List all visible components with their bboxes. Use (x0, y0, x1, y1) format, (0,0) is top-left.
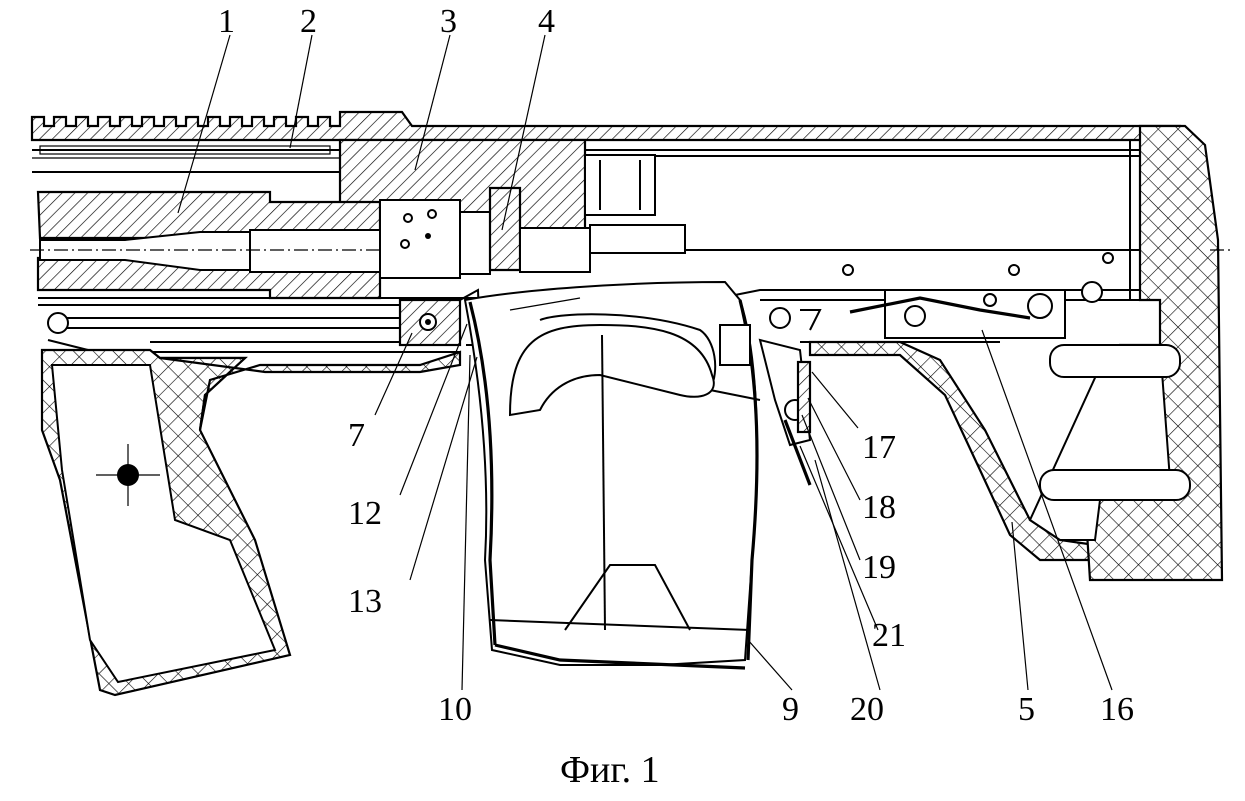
callout-5: 5 (1018, 691, 1035, 728)
callout-19: 19 (862, 549, 896, 586)
leader-lines (177, 34, 1113, 691)
bolt-assembly (379, 186, 686, 279)
callout-10: 10 (438, 691, 472, 728)
callout-7: 7 (348, 417, 365, 454)
callout-13: 13 (348, 583, 382, 620)
callouts: 1 2 3 4 7 12 13 10 9 17 18 19 21 20 5 16 (218, 3, 1134, 728)
callout-9: 9 (782, 691, 799, 728)
callout-1: 1 (218, 3, 235, 40)
callout-12: 12 (348, 495, 382, 532)
barrel (30, 190, 1220, 300)
trigger-mechanism (842, 252, 1114, 339)
magazine-catch (758, 307, 822, 486)
callout-20: 20 (850, 691, 884, 728)
callout-16: 16 (1100, 691, 1134, 728)
callout-3: 3 (440, 3, 457, 40)
callout-18: 18 (862, 489, 896, 526)
bolt-carrier (584, 139, 1162, 301)
figure-caption: Фиг. 1 (560, 749, 660, 791)
callout-4: 4 (538, 3, 555, 40)
buttstock (1028, 124, 1230, 582)
callout-2: 2 (300, 3, 317, 40)
magazine (463, 280, 761, 670)
pistol-grip (40, 348, 292, 697)
callout-21: 21 (872, 617, 906, 654)
callout-17: 17 (862, 429, 896, 466)
